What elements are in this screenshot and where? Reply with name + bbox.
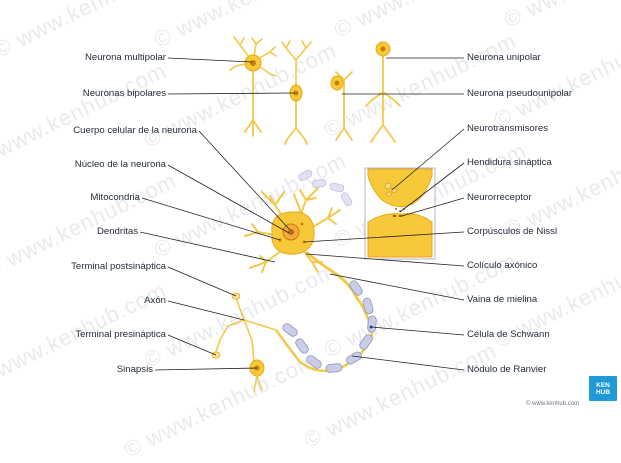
label-schwann-cell: Célula de Schwann <box>467 329 550 340</box>
label-multipolar: Neurona multipolar <box>85 52 166 63</box>
logo-line-1: KEN <box>596 382 610 389</box>
label-synapse: Sinapsis <box>117 364 153 375</box>
main-neuron <box>245 188 358 300</box>
logo-line-2: HUB <box>596 389 610 396</box>
label-postsynaptic-terminal: Terminal postsináptica <box>71 261 166 272</box>
diagram-canvas: © www.kenhub.com© www.kenhub.com© www.ke… <box>0 0 621 412</box>
label-nissl-bodies: Corpúsculos de Nissl <box>467 226 557 237</box>
label-neuroreceptor: Neurorreceptor <box>467 192 532 203</box>
label-nucleus: Núcleo de la neurona <box>75 159 166 170</box>
label-soma: Cuerpo celular de la neurona <box>73 125 197 136</box>
label-pseudounipolar: Neurona pseudounipolar <box>467 88 572 99</box>
label-dendrites: Dendritas <box>97 226 138 237</box>
label-presynaptic-terminal: Terminal presináptica <box>75 329 166 340</box>
synapse-inset <box>365 168 435 259</box>
bipolar-neuron <box>282 41 311 144</box>
label-synaptic-cleft: Hendidura sináptica <box>467 157 552 168</box>
label-unipolar: Neurona unipolar <box>467 52 541 63</box>
pseudounipolar-neuron <box>331 72 352 140</box>
unipolar-neuron <box>366 42 400 142</box>
label-axon: Axón <box>144 295 166 306</box>
label-myelin-sheath: Vaina de mielina <box>467 294 537 305</box>
myelinated-axon <box>276 279 377 373</box>
label-mitochondria: Mitocondria <box>90 192 140 203</box>
label-neurotransmitters: Neurotransmisores <box>467 123 548 134</box>
label-bipolar: Neuronas bipolares <box>83 88 166 99</box>
kenhub-logo: KEN HUB <box>589 376 617 401</box>
axon-terminals <box>212 293 276 392</box>
multipolar-neuron <box>230 37 276 136</box>
credit-text: © www.kenhub.com <box>526 401 579 407</box>
label-node-of-ranvier: Nódulo de Ranvier <box>467 364 546 375</box>
label-axon-hillock: Colículo axónico <box>467 260 537 271</box>
